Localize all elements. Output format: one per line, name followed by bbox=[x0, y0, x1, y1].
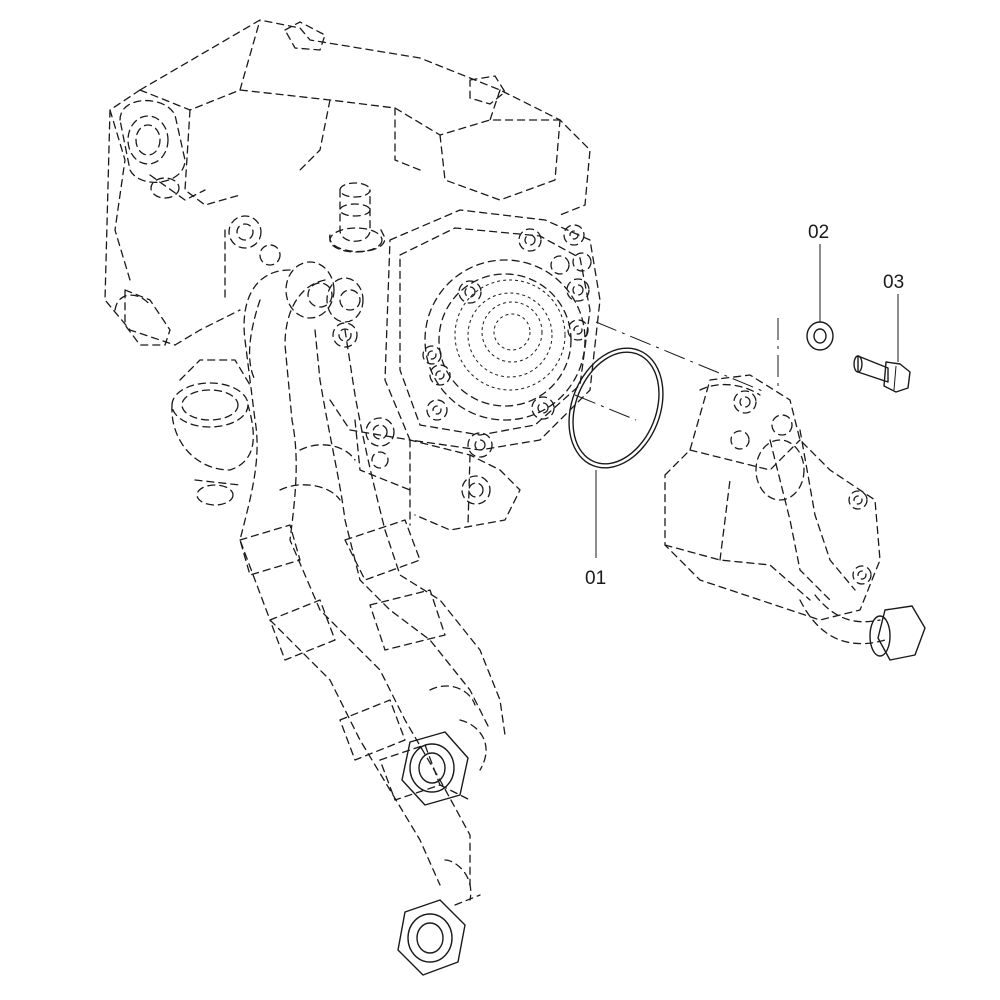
callout-02-label: 02 bbox=[808, 222, 829, 243]
bolt bbox=[853, 355, 911, 393]
left-bowl-fitting bbox=[171, 359, 254, 506]
tube-assembly bbox=[239, 261, 506, 901]
top-stud-fitting bbox=[329, 182, 386, 253]
washer bbox=[806, 321, 834, 351]
right-sub-assembly bbox=[664, 374, 886, 645]
flange-bolt-bosses bbox=[228, 215, 592, 505]
pump-housing bbox=[104, 19, 601, 531]
callout-03: 03 bbox=[883, 272, 904, 362]
assembly-axis bbox=[574, 318, 779, 421]
lower-hex-nut-1 bbox=[401, 731, 471, 806]
o-ring bbox=[568, 347, 664, 469]
main-bore-flange bbox=[424, 259, 586, 421]
callout-02: 02 bbox=[808, 222, 829, 322]
callout-01-label: 01 bbox=[585, 568, 606, 589]
lower-hex-nut-2 bbox=[397, 894, 481, 976]
callout-03-label: 03 bbox=[883, 272, 904, 293]
right-hex-nut bbox=[869, 605, 926, 661]
callout-01: 01 bbox=[585, 470, 606, 589]
